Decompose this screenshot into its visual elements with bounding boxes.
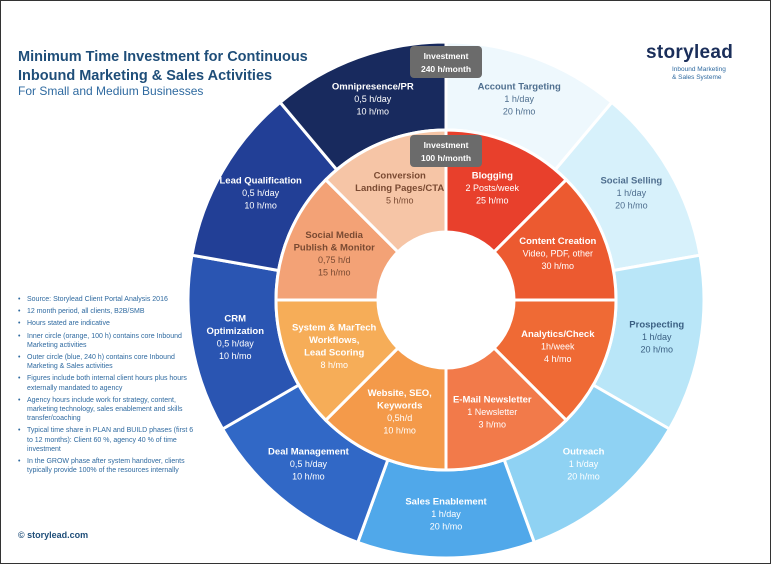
segment-title: Publish & Monitor [294, 242, 376, 253]
brand-tagline-line2: & Sales Systeme [672, 74, 722, 81]
segment-value: 5 h/mo [386, 196, 414, 206]
brand-tagline-line1: Inbound Marketing [672, 66, 726, 73]
segment-value: 1 h/day [642, 332, 672, 342]
segment-value: 30 h/mo [542, 261, 575, 271]
note-item: Source: Storylead Client Portal Analysis… [18, 295, 196, 304]
segment-value: 1h/week [541, 341, 575, 351]
segment-value: 10 h/mo [357, 106, 390, 116]
segment-value: 0,75 h/d [318, 255, 351, 265]
segment-shape-social-media-publish-monitor [274, 177, 401, 302]
segment-value: Video, PDF, other [523, 249, 593, 259]
segment-value: 0,5h/d [387, 413, 412, 423]
segment-value: 10 h/mo [383, 426, 416, 436]
segment-title: Website, SEO, [368, 388, 432, 399]
segment-value: 0,5 h/day [242, 188, 280, 198]
segment-title: Outreach [563, 446, 605, 457]
badge-outer-line1: Investment [424, 51, 469, 61]
segment-title: Lead Qualification [219, 176, 302, 187]
brand-tagline: Inbound Marketing & Sales Systeme [672, 66, 762, 82]
badge-outer-investment: Investment 240 h/month [410, 46, 482, 78]
segment-value: 1 Newsletter [467, 407, 517, 417]
note-item: 12 month period, all clients, B2B/SMB [18, 307, 196, 316]
segment-value: 1 h/day [431, 509, 461, 519]
segment-value: 2 Posts/week [466, 183, 520, 193]
note-item: Inner circle (orange, 100 h) contains co… [18, 332, 196, 350]
page-title: Minimum Time Investment for Continuous I… [18, 49, 308, 84]
segment-value: 20 h/mo [430, 522, 463, 532]
segment-e-mail-newsletter: E-Mail Newsletter 1 Newsletter 3 h/mo [444, 345, 569, 472]
badge-outer-bg [410, 46, 482, 78]
segment-shape-system-martech-workflows-lead-scoring [274, 298, 401, 423]
segment-value: 20 h/mo [615, 201, 648, 211]
segment-value: 1 h/day [504, 94, 534, 104]
segment-shape-content-creation [491, 177, 618, 302]
segment-shape-analytics-check [491, 298, 618, 423]
segment-value: 15 h/mo [318, 267, 351, 277]
segment-value: 10 h/mo [219, 351, 252, 361]
segment-shape-website-seo-keywords [323, 345, 448, 472]
segment-title: Content Creation [519, 236, 596, 247]
segment-value: 0,5 h/day [217, 338, 255, 348]
segment-title: Account Targeting [478, 81, 561, 92]
note-item: In the GROW phase after system handover,… [18, 457, 196, 475]
segment-value: 3 h/mo [479, 419, 507, 429]
segment-title: Social Selling [600, 176, 662, 187]
note-item: Outer circle (blue, 240 h) contains core… [18, 353, 196, 371]
segment-value: 0,5 h/day [290, 459, 328, 469]
segment-title: Optimization [206, 326, 264, 337]
segment-title: Social Media [305, 230, 363, 241]
segment-title: Workflows, [309, 335, 360, 346]
segment-shape-e-mail-newsletter [444, 345, 569, 472]
note-item: Hours stated are indicative [18, 319, 196, 328]
note-item: Agency hours include work for strategy, … [18, 396, 196, 424]
segment-value: 0,5 h/day [354, 94, 392, 104]
segment-value: 1 h/day [569, 459, 599, 469]
segment-title: Analytics/Check [521, 329, 595, 340]
segment-value: 20 h/mo [640, 345, 673, 355]
segment-value: 4 h/mo [544, 354, 572, 364]
note-item: Typical time share in PLAN and BUILD pha… [18, 426, 196, 454]
segment-value: 20 h/mo [503, 106, 536, 116]
badge-outer-line2: 240 h/month [421, 64, 471, 74]
segment-value: 1 h/day [617, 188, 647, 198]
segment-value: 20 h/mo [567, 471, 600, 481]
badge-inner-investment: Investment 100 h/month [410, 135, 482, 167]
segment-title: Keywords [377, 401, 422, 412]
segment-title: System & MarTech [292, 323, 376, 334]
segment-title: Sales Enablement [405, 497, 487, 508]
notes-list: Source: Storylead Client Portal Analysis… [18, 295, 196, 478]
brand-logo: storylead [646, 42, 734, 63]
segment-title: Blogging [472, 171, 513, 182]
segment-title: Lead Scoring [304, 348, 364, 359]
segment-title: Prospecting [629, 320, 684, 331]
segment-value: 25 h/mo [476, 196, 509, 206]
badge-inner-line1: Investment [424, 140, 469, 150]
segment-title: E-Mail Newsletter [453, 394, 532, 405]
segment-title: Omnipresence/PR [332, 81, 414, 92]
page-subtitle: For Small and Medium Businesses [18, 84, 204, 98]
badge-inner-line2: 100 h/month [421, 153, 471, 163]
segment-title: Landing Pages/CTA [355, 183, 444, 194]
center-hole [379, 233, 513, 367]
note-item: Figures include both internal client hou… [18, 374, 196, 392]
segment-title: Deal Management [268, 446, 350, 457]
segment-title: Conversion [374, 171, 426, 182]
segment-value: 10 h/mo [244, 201, 277, 211]
segment-title: CRM [224, 313, 246, 324]
segment-value: 8 h/mo [320, 360, 348, 370]
copyright: © storylead.com [18, 530, 89, 540]
segment-value: 10 h/mo [292, 471, 325, 481]
badge-inner-bg [410, 135, 482, 167]
